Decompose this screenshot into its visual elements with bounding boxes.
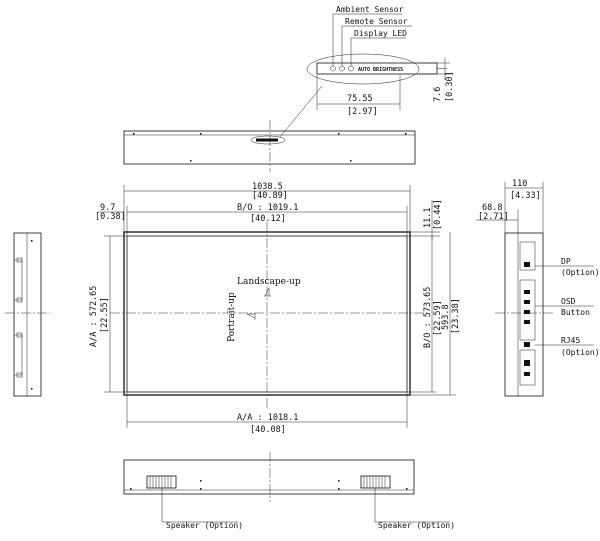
bezel-width-in: [40.12] <box>250 214 286 224</box>
top-view <box>123 85 416 172</box>
overall-height-in: [23.38] <box>451 298 461 334</box>
bezel-height-mm: B/O : 573.65 <box>423 287 433 348</box>
sensor-width-mm: 75.55 <box>347 94 373 104</box>
depth-in: [4.33] <box>510 191 541 201</box>
sensor-height-mm: 7.6 <box>433 87 443 102</box>
dp-option-label: (Option) <box>561 268 600 277</box>
bottom-view: Speaker (Option) Speaker (Option) <box>123 452 455 530</box>
sensor-detail: AUTO BRIGHTNESS Ambient Sensor Remote Se… <box>306 5 455 117</box>
depth-mm: 110 <box>512 179 527 189</box>
side-offset-in: [0.38] <box>95 212 126 222</box>
remote-sensor-icon <box>339 65 345 72</box>
active-height-mm: A/A : 572.65 <box>89 286 99 347</box>
orientation-marks <box>246 287 271 320</box>
top-offset-mm: 11.1 <box>423 208 433 228</box>
osd-button-label: Button <box>561 308 590 317</box>
rj45-label: RJ45 <box>561 336 580 345</box>
active-width-mm: A/A : 1018.1 <box>237 413 298 423</box>
bezel-width-mm: B/O : 1019.1 <box>237 203 298 213</box>
active-width-in: [40.08] <box>250 425 286 435</box>
depth-body-mm: 68.8 <box>482 203 502 213</box>
display-led-icon <box>348 65 354 72</box>
sensor-width-in: [2.97] <box>347 107 378 117</box>
active-height-in: [22.55] <box>100 297 110 333</box>
right-side-view: 110 [4.33] 68.8 [2.71] DP (Option) OSD B… <box>476 179 600 397</box>
overall-height-mm: 593.8 <box>441 304 451 330</box>
landscape-up-label: Landscape-up <box>237 277 301 287</box>
ambient-sensor-label: Ambient Sensor <box>336 5 404 14</box>
speaker-left-grille <box>146 475 177 489</box>
dp-label: DP <box>561 257 571 266</box>
overall-width-mm: 1038.5 <box>252 182 283 192</box>
overall-width-in: [40.89] <box>252 191 288 201</box>
front-view: Landscape-up Portrait-up 1038.5 [40.89] … <box>89 182 461 435</box>
remote-sensor-label: Remote Sensor <box>345 17 408 26</box>
rj45-option-label: (Option) <box>561 348 600 357</box>
sensor-strip-label: AUTO BRIGHTNESS <box>358 67 403 73</box>
display-led-label: Display LED <box>354 29 407 38</box>
sensor-area-marker <box>250 135 286 145</box>
ambient-sensor-icon <box>330 65 336 72</box>
sensor-height-in: [0.30] <box>445 71 455 102</box>
speaker-right-label: Speaker (Option) <box>378 521 455 530</box>
top-offset-in: [0.44] <box>433 199 443 230</box>
sensor-detail-ellipse <box>306 53 420 85</box>
side-offset-mm: 9.7 <box>100 203 115 213</box>
left-side-view <box>5 232 50 397</box>
osd-label: OSD <box>561 297 576 306</box>
portrait-up-label: Portrait-up <box>227 292 237 342</box>
speaker-right-grille <box>360 475 391 489</box>
io-port-icons <box>524 262 530 376</box>
bezel-height-in: [22.59] <box>433 300 443 336</box>
top-view-holes <box>133 133 407 162</box>
depth-body-in: [2.71] <box>478 212 509 222</box>
bottom-view-holes <box>130 480 408 490</box>
speaker-left-label: Speaker (Option) <box>166 521 243 530</box>
